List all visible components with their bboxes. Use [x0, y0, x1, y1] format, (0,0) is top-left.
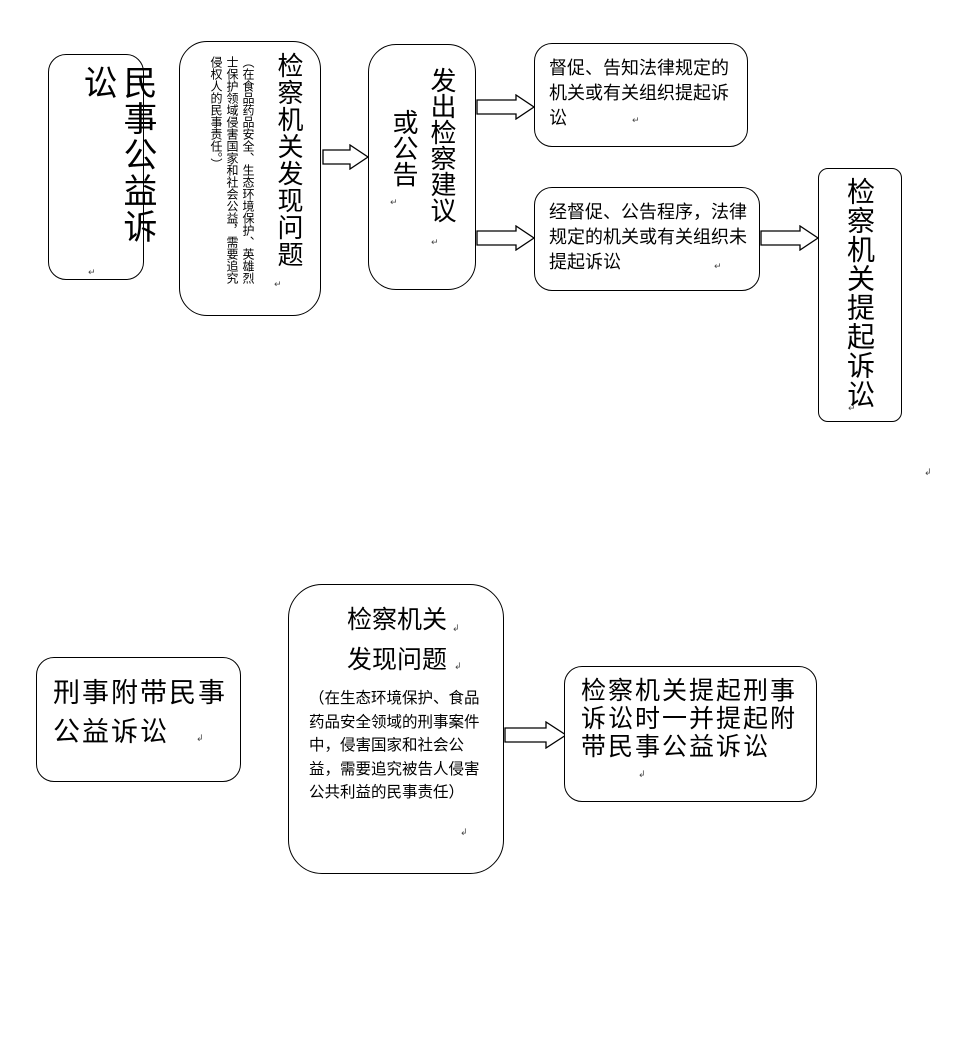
- criminal-final-box: 检察机关提起刑事诉讼时一并提起附带民事公益诉讼: [564, 666, 817, 802]
- arrow-after-urge-to-final: [760, 225, 820, 251]
- criminal-incidental-pil-box: 刑事附带民事公益诉讼: [36, 657, 241, 782]
- arrow-issue-to-urge: [476, 94, 536, 120]
- issue-proposal-sub: 或公告: [388, 109, 418, 187]
- paragraph-mark: ↵: [274, 280, 282, 290]
- civil-pil-box: 民事公益诉讼: [48, 54, 157, 280]
- prosecutor-file-suit-label: 检察机关提起诉讼: [843, 177, 876, 409]
- issue-proposal-box: 发出检察建议 或公告: [368, 44, 476, 290]
- discover-issue-note: （在食品药品安全、生态环境保护、英雄烈士保护领域侵害国家和社会公益，需要追究侵权…: [209, 56, 255, 284]
- urge-notify-text: 督促、告知法律规定的机关或有关组织提起诉讼: [549, 58, 729, 129]
- arrow-criminal-discover-to-final: [504, 721, 568, 749]
- prosecutor-file-suit-box: 检察机关提起诉讼: [818, 168, 902, 422]
- discover-issue-title: 检察机关发现问题: [273, 52, 303, 268]
- paragraph-mark: ↲: [638, 770, 646, 780]
- paragraph-mark: ↵: [390, 198, 398, 208]
- arrow-issue-to-after-urge: [476, 225, 536, 251]
- paragraph-mark: ↲: [924, 468, 932, 478]
- paragraph-mark: ↵: [848, 404, 856, 414]
- paragraph-mark: ↲: [454, 662, 462, 672]
- paragraph-mark: ↲: [460, 828, 468, 838]
- paragraph-mark: ↵: [714, 262, 722, 272]
- criminal-discover-title-line2: 发现问题: [346, 645, 447, 674]
- criminal-incidental-pil-label: 刑事附带民事公益诉讼: [53, 678, 227, 748]
- paragraph-mark: ↵: [88, 268, 96, 278]
- criminal-discover-note: （在生态环境保护、食品药品安全领域的刑事案件中，侵害国家和社会公益，需要追究被告…: [309, 689, 480, 801]
- criminal-discover-title-line1: 检察机关: [346, 605, 447, 634]
- paragraph-mark: ↲: [196, 734, 204, 744]
- discover-issue-box: 检察机关发现问题 （在食品药品安全、生态环境保护、英雄烈士保护领域侵害国家和社会…: [179, 41, 321, 316]
- criminal-final-text: 检察机关提起刑事诉讼时一并提起附带民事公益诉讼: [581, 676, 798, 761]
- after-urge-text: 经督促、公告程序，法律规定的机关或有关组织未提起诉讼: [549, 202, 747, 273]
- urge-notify-box: 督促、告知法律规定的机关或有关组织提起诉讼: [534, 43, 748, 147]
- paragraph-mark: ↲: [452, 624, 460, 634]
- criminal-discover-issue-box: 检察机关 发现问题 （在生态环境保护、食品药品安全领域的刑事案件中，侵害国家和社…: [288, 584, 504, 874]
- arrow-discover-to-issue: [322, 144, 370, 170]
- civil-pil-label: 民事公益诉讼: [77, 65, 157, 245]
- paragraph-mark: ↵: [632, 116, 640, 126]
- paragraph-mark: ↵: [431, 238, 439, 248]
- issue-proposal-main: 发出检察建议: [426, 67, 456, 223]
- after-urge-box: 经督促、公告程序，法律规定的机关或有关组织未提起诉讼: [534, 187, 760, 291]
